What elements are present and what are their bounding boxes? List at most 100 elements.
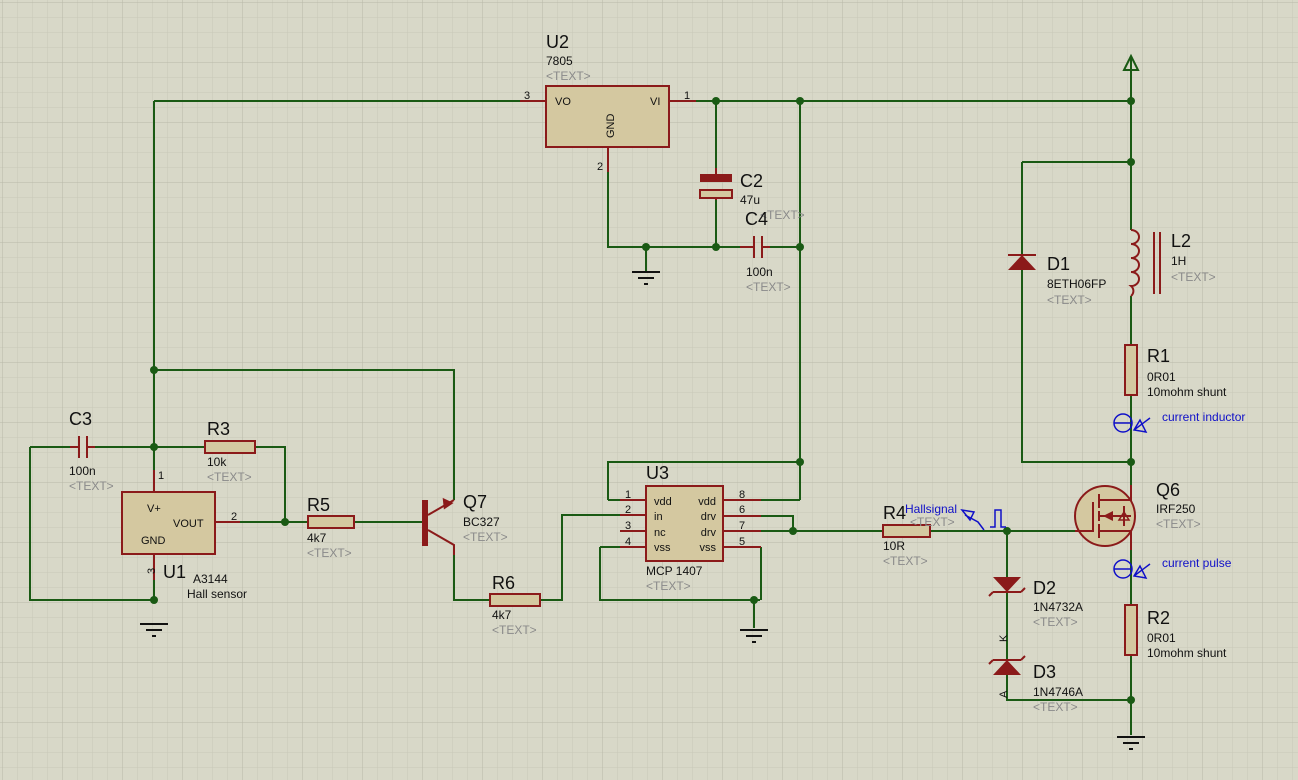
r2-value: 0R01 [1147, 631, 1176, 645]
inductor-l2[interactable]: L2 1H <TEXT> [1128, 229, 1216, 297]
u3-pin-label-right-2: drv [701, 511, 717, 523]
resistor-r2[interactable]: R2 0R01 10mohm shunt [1124, 604, 1227, 660]
d2-value: 1N4732A [1033, 600, 1083, 614]
hallsignal-probe[interactable]: Hallsignal <TEXT> [905, 502, 1006, 531]
u2-value: 7805 [546, 54, 573, 68]
r1-note: 10mohm shunt [1147, 385, 1227, 399]
zener-diode-d3[interactable]: K A D3 1N4746A <TEXT> [988, 634, 1083, 714]
resistor-r5[interactable]: R5 4k7 <TEXT> [307, 495, 355, 560]
d3-pin-a: A [998, 690, 1010, 698]
r3-text: <TEXT> [207, 470, 252, 484]
l2-text: <TEXT> [1171, 270, 1216, 284]
u2-pin-gnd: GND [605, 114, 617, 139]
d3-ref: D3 [1033, 662, 1056, 682]
u3-pin-number-right-2: 6 [739, 504, 745, 516]
current-inductor-probe[interactable]: current inductor [1113, 410, 1245, 433]
current-pulse-probe[interactable]: current pulse [1113, 556, 1232, 579]
u3-text: <TEXT> [646, 579, 691, 593]
capacitor-c4[interactable]: C4 100n <TEXT> [740, 209, 791, 294]
u3-ref: U3 [646, 463, 669, 483]
hall-sensor-u1[interactable]: V+ VOUT GND 1 2 3 U1 A3144 Hall sensor [121, 470, 247, 601]
wires [29, 70, 1132, 735]
c4-ref: C4 [745, 209, 768, 229]
u2-pin-vi: VI [650, 96, 660, 108]
u2-pinnum-2: 2 [597, 161, 603, 173]
c2-value: 47u [740, 193, 760, 207]
power-terminal-icon[interactable] [1122, 53, 1140, 71]
u2-pinnum-3: 3 [524, 90, 530, 102]
r2-ref: R2 [1147, 608, 1170, 628]
u1-note: Hall sensor [187, 587, 247, 601]
u3-right-pins: vdd 8 drv 6 drv 7 vss 5 [698, 489, 745, 554]
capacitor-c3[interactable]: C3 100n <TEXT> [69, 409, 114, 493]
ground-icon [140, 271, 1145, 750]
zener-diode-d2[interactable]: D2 1N4732A <TEXT> [988, 577, 1083, 629]
r6-ref: R6 [492, 573, 515, 593]
u3-pin-number-right-4: 5 [739, 536, 745, 548]
d3-value: 1N4746A [1033, 685, 1083, 699]
r3-ref: R3 [207, 419, 230, 439]
r5-ref: R5 [307, 495, 330, 515]
r4-value: 10R [883, 539, 905, 553]
mosfet-q6[interactable]: Q6 IRF250 <TEXT> [1074, 480, 1201, 550]
r4-ref: R4 [883, 503, 906, 523]
d3-pin-k: K [998, 634, 1010, 642]
resistor-r3[interactable]: R3 10k <TEXT> [204, 419, 256, 484]
u1-pinnum-3: 3 [146, 568, 158, 574]
pulse-icon [990, 509, 1006, 528]
u1-pin-vplus: V+ [147, 503, 161, 515]
q7-ref: Q7 [463, 492, 487, 512]
q6-text: <TEXT> [1156, 517, 1201, 531]
resistor-r1[interactable]: R1 0R01 10mohm shunt [1124, 344, 1227, 399]
d2-ref: D2 [1033, 578, 1056, 598]
transistor-q7[interactable]: Q7 BC327 <TEXT> [422, 492, 508, 555]
u2-pinnum-1: 1 [684, 90, 690, 102]
c3-value: 100n [69, 464, 96, 478]
hallsignal-label: Hallsignal [905, 502, 957, 516]
r5-value: 4k7 [307, 531, 327, 545]
c4-text: <TEXT> [746, 280, 791, 294]
regulator-u2[interactable]: VO VI GND 3 1 2 U2 7805 <TEXT> [520, 32, 696, 173]
u2-pin-vo: VO [555, 96, 571, 108]
u3-pin-number-right-3: 7 [739, 520, 745, 532]
d1-text: <TEXT> [1047, 293, 1092, 307]
r3-value: 10k [207, 455, 227, 469]
capacitor-c2[interactable]: C2 47u <TEXT> [699, 168, 805, 222]
r6-text: <TEXT> [492, 623, 537, 637]
resistor-r6[interactable]: R6 4k7 <TEXT> [489, 573, 541, 637]
resistor-r4[interactable]: R4 10R <TEXT> [882, 503, 931, 568]
u3-pin-number-left-3: 3 [625, 520, 631, 532]
u3-pin-number-right-1: 8 [739, 489, 745, 501]
d2-text: <TEXT> [1033, 615, 1078, 629]
u2-text: <TEXT> [546, 69, 591, 83]
u1-value: A3144 [193, 572, 228, 586]
c4-value: 100n [746, 265, 773, 279]
u3-pin-label-right-3: drv [701, 527, 717, 539]
r5-text: <TEXT> [307, 546, 352, 560]
c3-text: <TEXT> [69, 479, 114, 493]
u3-pin-number-left-2: 2 [625, 504, 631, 516]
u1-pinnum-1: 1 [158, 470, 164, 482]
current-pulse-label: current pulse [1162, 556, 1232, 570]
u3-pin-label-left-1: vdd [654, 496, 672, 508]
u3-pin-label-left-3: nc [654, 527, 666, 539]
u2-ref: U2 [546, 32, 569, 52]
d3-text: <TEXT> [1033, 700, 1078, 714]
q6-value: IRF250 [1156, 502, 1196, 516]
c3-ref: C3 [69, 409, 92, 429]
hallsignal-text: <TEXT> [910, 515, 955, 529]
q7-value: BC327 [463, 515, 500, 529]
u3-pin-label-left-2: in [654, 511, 663, 523]
r4-text: <TEXT> [883, 554, 928, 568]
u3-pin-label-right-1: vdd [698, 496, 716, 508]
u3-value: MCP 1407 [646, 564, 703, 578]
diode-d1[interactable]: D1 8ETH06FP <TEXT> [1008, 254, 1106, 307]
u3-pin-number-left-1: 1 [625, 489, 631, 501]
r1-value: 0R01 [1147, 370, 1176, 384]
u3-pin-label-right-4: vss [700, 542, 717, 554]
junctions [150, 97, 1135, 704]
q6-ref: Q6 [1156, 480, 1180, 500]
